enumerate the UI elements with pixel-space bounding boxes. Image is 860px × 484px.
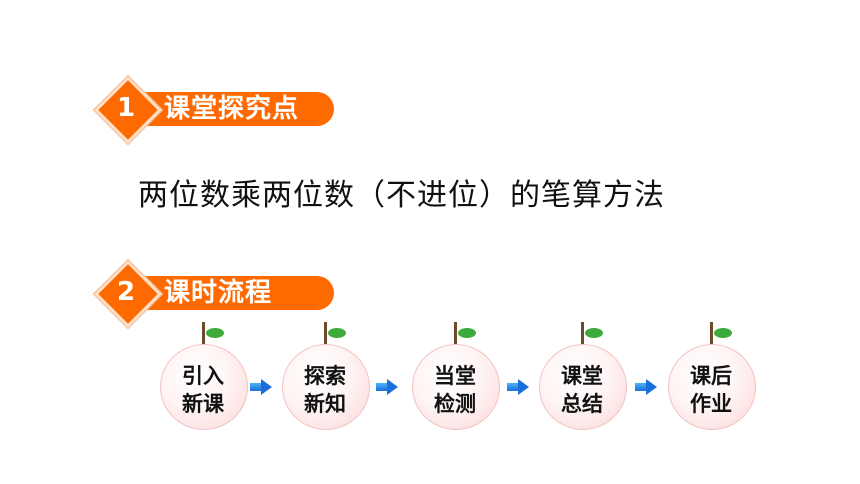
leaf-icon	[206, 328, 224, 338]
apple-stem	[454, 322, 457, 344]
flow-step-homework[interactable]: 课后作业	[666, 318, 756, 430]
apple-stem	[581, 322, 584, 344]
flow-step-explore[interactable]: 探索新知	[280, 318, 370, 430]
flow-step-intro[interactable]: 引入新课	[158, 318, 248, 430]
section-bar	[134, 92, 334, 126]
section-header-2: 课时流程 2	[94, 260, 336, 328]
right-arrow-icon	[376, 379, 398, 395]
section-title: 课堂探究点	[164, 94, 300, 124]
right-arrow-icon	[635, 379, 657, 395]
section-bar	[134, 276, 334, 310]
leaf-icon	[458, 328, 476, 338]
lesson-flow: 引入新课 探索新知 当堂检测 课堂总结 课后作业	[0, 318, 860, 438]
apple-stem	[324, 322, 327, 344]
section-number: 1	[116, 93, 136, 123]
step-label: 探索新知	[304, 364, 346, 416]
flow-step-check[interactable]: 当堂检测	[410, 318, 500, 430]
right-arrow-icon	[250, 379, 272, 395]
apple-circle	[160, 344, 248, 430]
leaf-icon	[714, 328, 732, 338]
step-label: 当堂检测	[434, 364, 476, 416]
apple-stem	[202, 322, 205, 344]
right-arrow-icon	[507, 379, 529, 395]
section-title: 课时流程	[164, 278, 273, 308]
step-label: 课后作业	[690, 364, 732, 416]
section-header-1: 课堂探究点 1	[94, 76, 336, 144]
leaf-icon	[585, 328, 603, 338]
leaf-icon	[328, 328, 346, 338]
flow-step-summary[interactable]: 课堂总结	[537, 318, 627, 430]
apple-circle	[282, 344, 370, 430]
apple-circle	[539, 344, 627, 430]
step-label: 课堂总结	[561, 364, 603, 416]
section-number: 2	[116, 277, 136, 307]
apple-circle	[668, 344, 756, 430]
lesson-topic: 两位数乘两位数（不进位）的笔算方法	[138, 178, 665, 213]
apple-stem	[710, 322, 713, 344]
step-label: 引入新课	[182, 364, 224, 416]
apple-circle	[412, 344, 500, 430]
